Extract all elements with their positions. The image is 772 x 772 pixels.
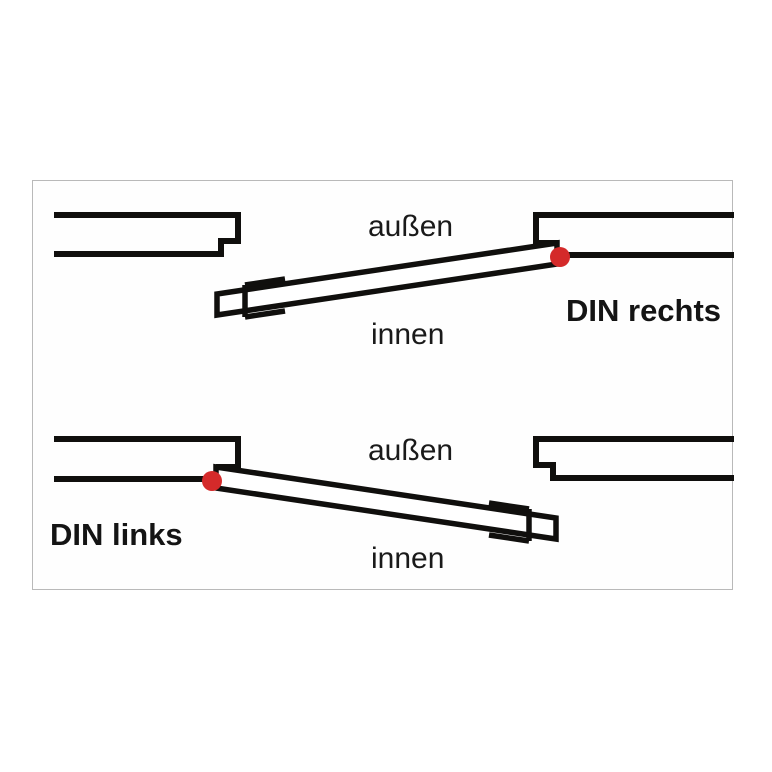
din-links-title: DIN links xyxy=(50,517,183,552)
top-handle-upper-bar xyxy=(244,276,286,288)
bottom-hinge-pivot-dot xyxy=(202,471,222,491)
door-direction-diagram: außen innen DIN rechts außen innen DIN l… xyxy=(50,210,734,575)
top-handle-lower-bar xyxy=(244,308,286,320)
bottom-handle-lower-bar xyxy=(488,532,530,544)
top-left-frame-jamb xyxy=(54,212,241,257)
din-rechts-title: DIN rechts xyxy=(566,293,721,328)
top-inside-label: innen xyxy=(371,318,444,351)
diagram-panel: außen innen DIN rechts außen innen DIN l… xyxy=(32,180,734,590)
bottom-right-frame-jamb xyxy=(533,436,734,481)
top-outside-label: außen xyxy=(368,210,453,243)
bottom-inside-label: innen xyxy=(371,542,444,575)
bottom-handle-upper-bar xyxy=(488,500,530,512)
top-hinge-pivot-dot xyxy=(550,247,570,267)
bottom-outside-label: außen xyxy=(368,434,453,467)
